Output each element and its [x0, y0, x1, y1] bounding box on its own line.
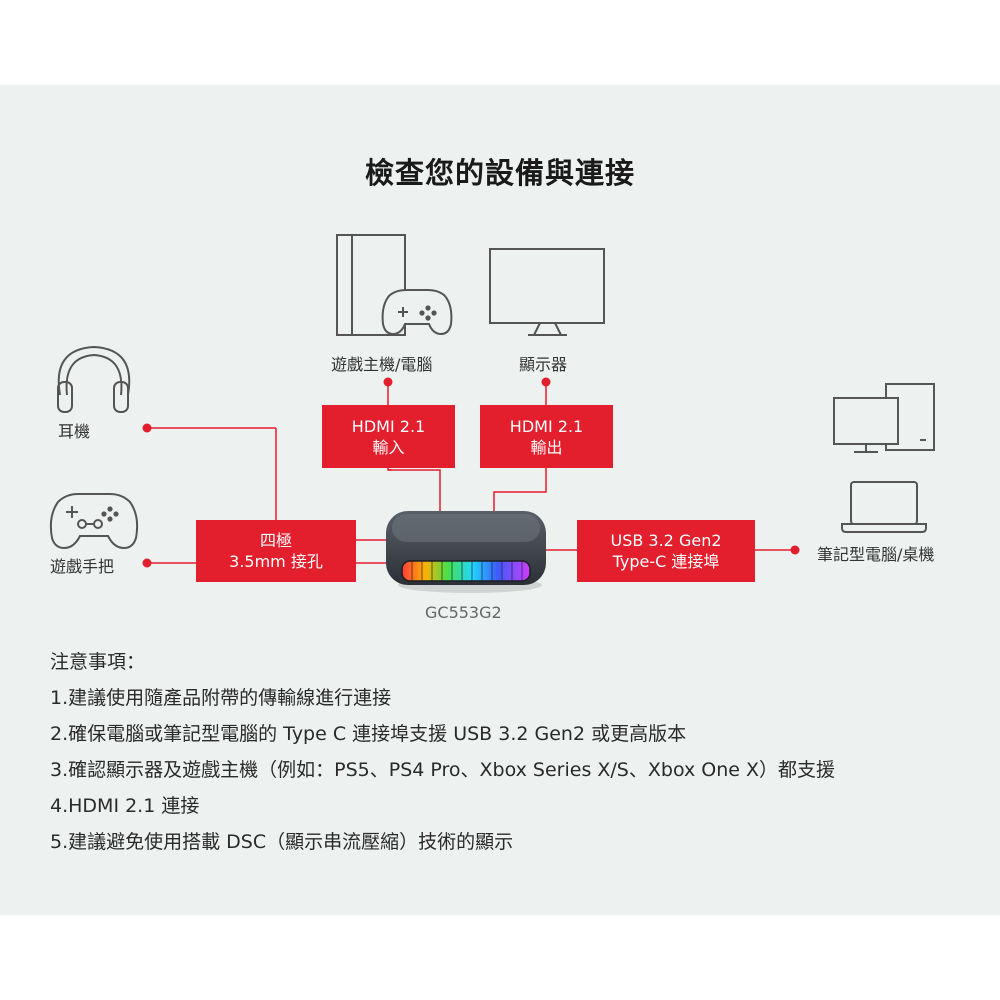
laptop-desktop-label: 筆記型電腦/桌機: [817, 545, 935, 564]
product-model-label: GC553G2: [425, 603, 502, 622]
hdmi-output-port: HDMI 2.1 輸出: [480, 405, 613, 468]
console-pc-label: 遊戲主機/電腦: [331, 355, 433, 374]
note-item: 5.建議避免使用搭載 DSC（顯示串流壓縮）技術的顯示: [50, 831, 514, 853]
hdmi-input-line1: HDMI 2.1: [351, 416, 426, 436]
note-item: 1.建議使用隨產品附帶的傳輸線進行連接: [50, 687, 392, 709]
console-tower-icon: [336, 234, 406, 336]
notes-heading: 注意事項：: [50, 651, 146, 673]
connector-dots: [142, 377, 800, 568]
desktop-pc-icon: [833, 383, 935, 453]
notes-section: 注意事項： 1.建議使用隨產品附帶的傳輸線進行連接 2.確保電腦或筆記型電腦的 …: [50, 644, 835, 860]
usb-c-line2: Type-C 連接埠: [612, 552, 720, 571]
hdmi-input-port: HDMI 2.1 輸入: [322, 405, 455, 468]
monitor-label: 顯示器: [519, 355, 568, 374]
audio-jack-port: 四極 3.5mm 接孔: [196, 520, 356, 582]
hdmi-output-line1: HDMI 2.1: [509, 416, 584, 436]
audio-jack-line2: 3.5mm 接孔: [229, 552, 323, 571]
note-item: 4.HDMI 2.1 連接: [50, 795, 200, 817]
usb-c-line1: USB 3.2 Gen2: [610, 531, 722, 550]
controller-icon: [49, 493, 139, 550]
headset-label: 耳機: [58, 422, 91, 441]
hdmi-input-line2: 輸入: [372, 437, 405, 457]
headphones-icon: [57, 345, 131, 413]
hdmi-output-line2: 輸出: [530, 437, 563, 457]
note-item: 3.確認顯示器及遊戲主機（例如：PS5、PS4 Pro、Xbox Series …: [50, 759, 836, 781]
gamepad-icon: [381, 289, 453, 336]
note-item: 2.確保電腦或筆記型電腦的 Type C 連接埠支援 USB 3.2 Gen2 …: [50, 723, 687, 745]
usb-c-port: USB 3.2 Gen2 Type-C 連接埠: [577, 520, 755, 582]
laptop-icon: [841, 481, 927, 533]
controller-label: 遊戲手把: [50, 557, 115, 576]
capture-device-icon: [386, 511, 546, 593]
content-panel: [0, 85, 1000, 915]
page-title: 檢查您的設備與連接: [364, 156, 635, 190]
monitor-icon: [489, 248, 605, 336]
audio-jack-line1: 四極: [259, 531, 292, 550]
